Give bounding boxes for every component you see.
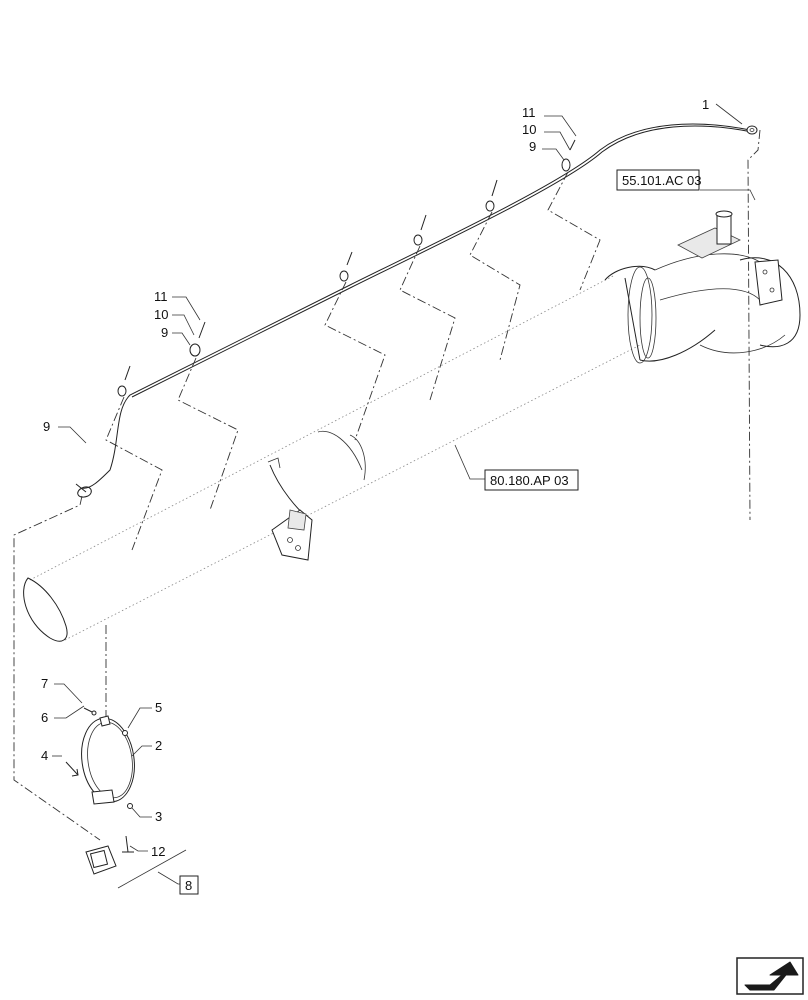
reference-80-180-label: 80.180.AP 03 [490,473,569,488]
callout-numbers: 1 11 10 9 11 10 9 9 7 6 5 4 2 3 12 [41,97,709,859]
callout-1: 1 [702,97,709,112]
light-bracket-assembly [65,707,135,875]
reference-8[interactable]: 8 [179,875,199,895]
callout-7: 7 [41,676,48,691]
reference-8-label: 8 [185,878,192,893]
callout-9-end: 9 [43,419,50,434]
callout-10-left: 10 [154,307,168,322]
auger-tube [23,210,801,642]
callout-5: 5 [155,700,162,715]
callout-12: 12 [151,844,165,859]
callout-2: 2 [155,738,162,753]
callout-4: 4 [41,748,48,763]
reference-55-101-label: 55.101.AC 03 [622,173,702,188]
callout-6: 6 [41,710,48,725]
next-page-arrow-icon[interactable] [736,957,804,995]
callout-9-left: 9 [161,325,168,340]
callout-11-left: 11 [154,289,168,304]
reference-55-101[interactable]: 55.101.AC 03 [616,169,702,191]
callout-9-top: 9 [529,139,536,154]
harness-ties [117,139,576,397]
leader-lines [52,103,756,889]
callout-10-top: 10 [522,122,536,137]
wire-harness [75,123,758,498]
assembly-lines [13,129,761,841]
callout-3: 3 [155,809,162,824]
reference-80-180[interactable]: 80.180.AP 03 [484,469,579,491]
center-clamp-bracket [267,457,313,561]
callout-11-top: 11 [522,105,536,120]
